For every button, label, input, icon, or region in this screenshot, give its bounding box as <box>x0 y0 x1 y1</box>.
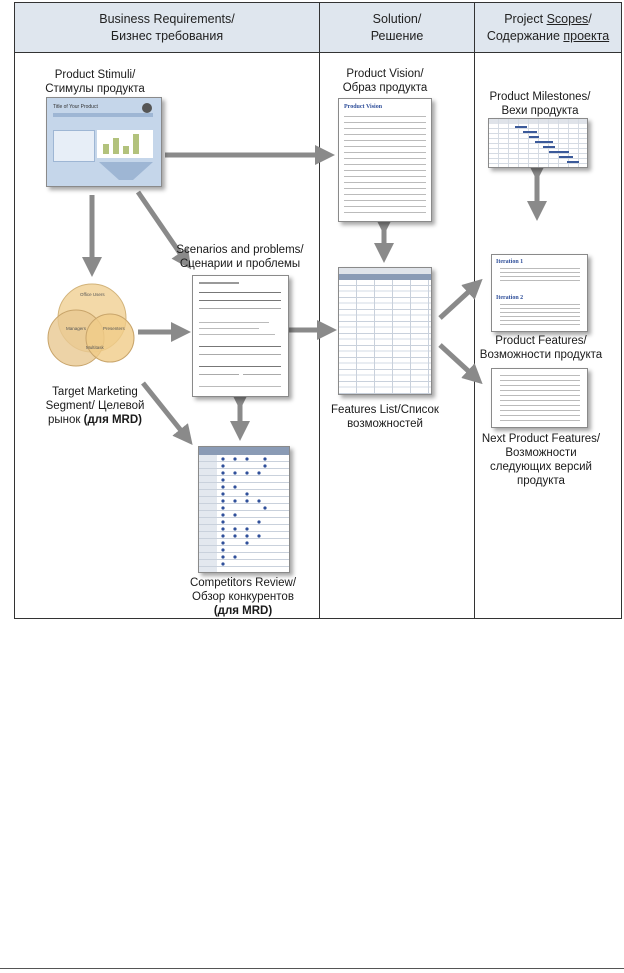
features-list-label-line2: возможностей <box>347 418 423 430</box>
target-label-line1: Target Marketing <box>52 386 138 398</box>
target-label-mrd: (для MRD) <box>83 414 142 426</box>
venn-label-right: Presenters <box>103 326 125 331</box>
next-features-label-line3: следующих версий <box>490 461 592 473</box>
stimuli-thumb-title: Title of Your Product <box>53 104 98 110</box>
vision-label-line1: Product Vision/ <box>346 68 424 80</box>
scenarios-label-line2: Сценарии и проблемы <box>179 258 301 270</box>
column-divider-1 <box>319 3 320 618</box>
iteration2-title: Iteration 2 <box>496 295 524 301</box>
features-list-thumbnail <box>338 267 432 395</box>
vision-thumb-title: Product Vision <box>344 104 383 110</box>
stimuli-textbox <box>53 130 95 162</box>
arrow-features-to-product-features <box>438 278 483 320</box>
milestones-label: Product Milestones/ Вехи продукта <box>478 90 602 118</box>
header-business-line2: Бизнес требования <box>110 28 224 43</box>
milestones-label-line2: Вехи продукта <box>501 105 579 117</box>
next-features-thumbnail <box>491 368 588 428</box>
header-project-ru-prefix: Содержание <box>486 28 564 43</box>
column-divider-2 <box>474 3 475 618</box>
header-project-sep: / <box>588 11 592 26</box>
stimuli-logo <box>142 103 152 113</box>
milestones-thumbnail <box>488 118 588 168</box>
header-project: Project Scopes/ Содержание проекта <box>475 3 621 53</box>
header-solution: Solution/Решение <box>320 3 474 53</box>
arrow-features-to-next-features <box>438 343 483 385</box>
venn-label-center: Multitask <box>86 345 104 350</box>
competitors-dots <box>221 457 267 566</box>
competitors-label-line2: Обзор конкурентов <box>192 591 294 603</box>
competitors-thumbnail <box>198 446 290 573</box>
stimuli-line <box>53 113 153 117</box>
features-list-label-line1: Features List/Список <box>331 404 439 416</box>
arrow-stimuli-to-scenarios <box>135 190 192 270</box>
target-label: Target Marketing Segment/ Целевой рынок … <box>30 385 160 427</box>
next-features-label-line2: Возможности <box>505 447 577 459</box>
scenarios-label: Scenarios and problems/ Сценарии и пробл… <box>170 243 310 271</box>
venn-label-top: Office Users <box>80 292 105 297</box>
vision-label-line2: Образ продукта <box>342 82 428 94</box>
arrow-target-to-competitors <box>141 381 193 446</box>
target-label-line2: Segment/ Целевой <box>45 400 145 412</box>
header-business: Business Requirements/Бизнес требования <box>15 3 319 53</box>
header-project-prefix: Project <box>504 11 547 26</box>
vision-thumbnail: Product Vision <box>338 98 432 222</box>
product-features-thumbnail: Iteration 1 Iteration 2 <box>491 254 588 332</box>
stimuli-thumbnail: Title of Your Product <box>46 97 162 187</box>
header-business-line1: Business Requirements/ <box>99 11 235 26</box>
features-list-label: Features List/Список возможностей <box>320 403 450 431</box>
scenarios-label-line1: Scenarios and problems/ <box>176 244 304 256</box>
stimuli-funnel <box>99 162 153 180</box>
header-solution-line1: Solution/ <box>372 11 422 26</box>
venn-label-left: Managers <box>66 326 87 331</box>
iteration1-title: Iteration 1 <box>496 259 524 265</box>
header-solution-line2: Решение <box>370 28 424 43</box>
product-features-label-line1: Product Features/ <box>495 335 587 347</box>
competitors-label-mrd: (для MRD) <box>213 605 273 617</box>
stimuli-label: Product Stimuli/ Стимулы продукта <box>40 68 150 96</box>
milestones-label-line1: Product Milestones/ <box>489 91 591 103</box>
target-label-line3: рынок <box>48 414 84 426</box>
page-footer-rule <box>0 968 624 969</box>
stimuli-label-line2: Стимулы продукта <box>45 83 145 95</box>
next-features-label: Next Product Features/ Возможности следу… <box>470 432 612 488</box>
competitors-label: Competitors Review/ Обзор конкурентов (д… <box>178 576 308 618</box>
stimuli-chart <box>97 130 153 158</box>
vision-label: Product Vision/ Образ продукта <box>325 67 445 95</box>
header-project-scopes: Scopes <box>546 11 589 26</box>
scenarios-thumbnail <box>192 275 289 397</box>
stimuli-label-line1: Product Stimuli/ <box>54 69 136 81</box>
next-features-label-line4: продукта <box>517 475 565 487</box>
product-features-label: Product Features/ Возможности продукта <box>474 334 608 362</box>
target-venn <box>47 283 135 367</box>
next-features-label-line1: Next Product Features/ <box>481 433 601 445</box>
competitors-label-line1: Competitors Review/ <box>189 577 297 589</box>
header-project-ru-word: проекта <box>563 28 610 43</box>
product-features-label-line2: Возможности продукта <box>479 349 603 361</box>
